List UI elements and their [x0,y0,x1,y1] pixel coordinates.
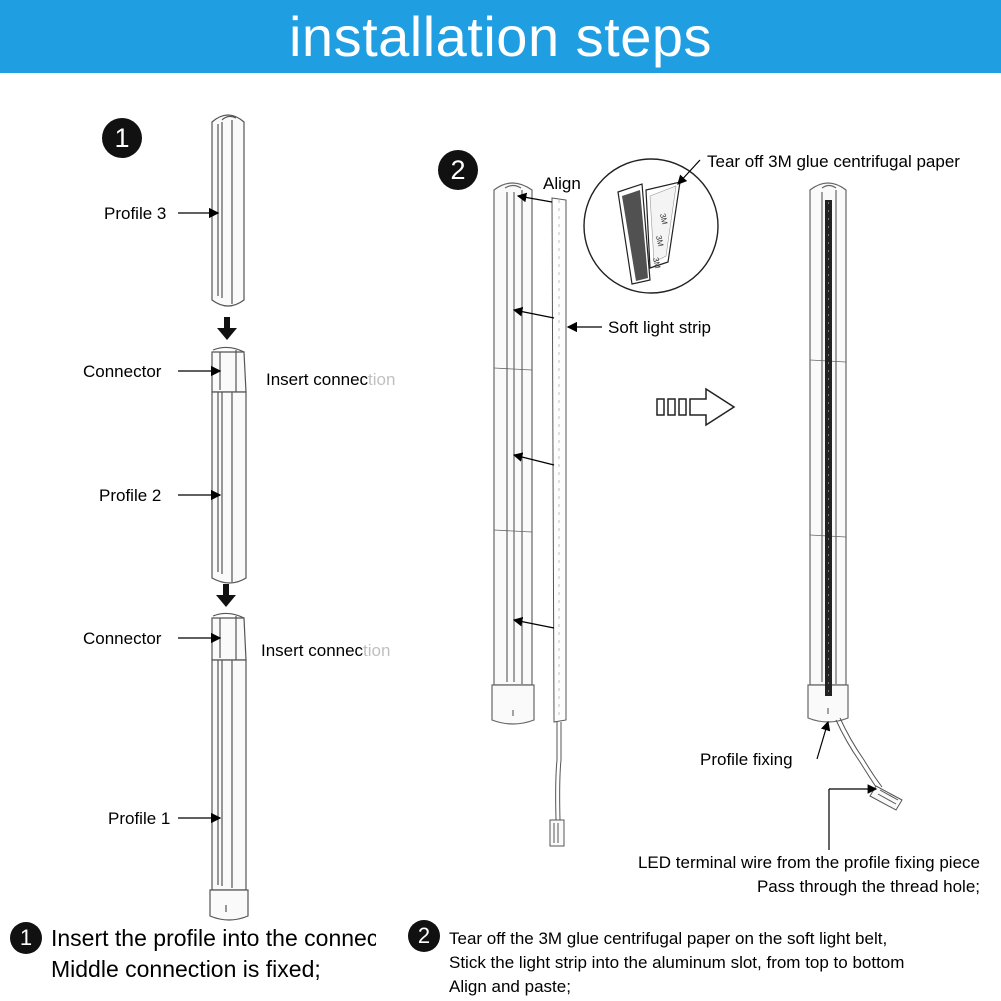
profile-3-rail [212,115,244,306]
step-1-badge: 1 [102,118,142,158]
label-profile-1: Profile 1 [108,809,170,829]
label-insert-connection-top: Insert connection [266,370,414,392]
caption-2-line-2: Stick the light strip into the aluminum … [449,951,904,975]
caption-1-badge: 1 [10,922,42,954]
label-tear-off: Tear off 3M glue centrifugal paper [707,152,960,172]
tape-detail-circle: 3M 3M 3M [584,159,718,293]
profile-1-rail [210,660,248,920]
led-terminal-wire [836,718,902,810]
label-profile-fixing: Profile fixing [700,750,793,770]
down-arrow-icon [216,584,236,607]
label-soft-light-strip: Soft light strip [608,318,711,338]
caption-2-line-1: Tear off the 3M glue centrifugal paper o… [449,927,904,951]
caption-1-line-2: Middle connection is fixed; [51,954,376,985]
label-profile-2: Profile 2 [99,486,161,506]
caption-1-line-1: Insert the profile into the connector [51,923,376,954]
caption-2-line-3: Align and paste; [449,975,904,999]
led-wire-note: LED terminal wire from the profile fixin… [545,851,980,899]
down-arrow-icon [217,317,237,340]
label-connector-top: Connector [83,362,161,382]
led-strip [552,198,566,722]
label-insert-connection-bottom: Insert connection [261,641,409,663]
led-strip-wire [550,722,564,846]
profile-2-rail [212,392,246,583]
label-profile-3: Profile 3 [104,204,166,224]
caption-step-2: Tear off the 3M glue centrifugal paper o… [449,927,904,999]
installed-strip [825,200,832,696]
right-arrow-icon [657,389,734,425]
label-align: Align [543,174,581,194]
caption-step-1: Insert the profile into the connector Mi… [51,923,376,985]
label-connector-bottom: Connector [83,629,161,649]
caption-2-badge: 2 [408,920,440,952]
connector-bottom [212,613,246,660]
profile-left [492,183,534,724]
connector-top [212,347,246,392]
step-2-badge: 2 [438,150,478,190]
